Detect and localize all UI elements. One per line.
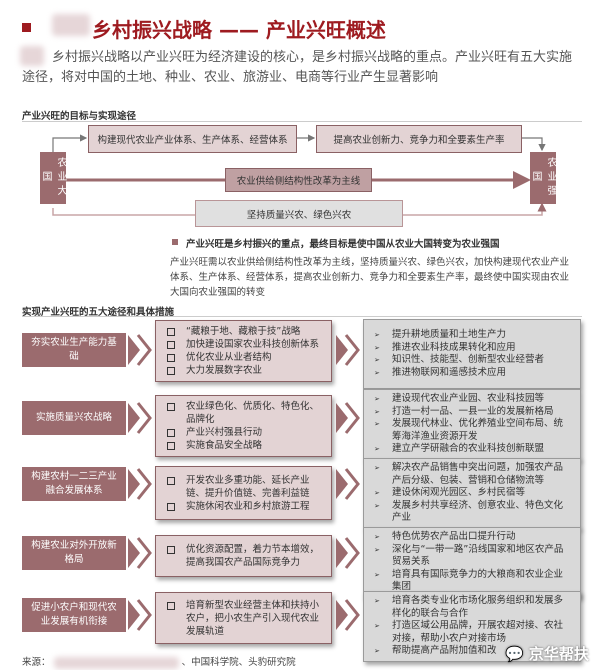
measure-item: 农业绿色化、优质化、特色化、品牌化: [164, 400, 323, 426]
bottom-line-box: 坚持质量兴农、绿色兴农: [195, 200, 403, 227]
path-label: 促进小农户和现代农业发展有机衔接: [22, 598, 126, 632]
intro-paragraph: 乡村振兴战略以产业兴旺为经济建设的核心，是乡村振兴战略的重点。产业兴旺有五大实施…: [22, 50, 573, 85]
blurred-logo: [52, 14, 90, 36]
chevron-right-icon: [336, 334, 360, 366]
measure-item: “藏粮于地、藏粮于技”战略: [164, 325, 319, 338]
action-item: 推进农业科技成果转化和应用: [372, 342, 544, 355]
path-label: 构建农村一二三产业融合发展体系: [22, 467, 126, 501]
chevron-right-icon: [128, 402, 152, 434]
action-item: 帮助提高产品附加值和改: [372, 645, 572, 658]
measure-item: 培育新型农业经营主体和扶持小农户，把小农生产引入现代农业发展轨道: [164, 599, 323, 638]
action-item: 打造一村一品、一县一业的发展新格局: [372, 406, 572, 419]
measure-item: 优化农业从业者结构: [164, 351, 319, 364]
actions-box: 提升耕地质量和土地生产力推进农业科技成果转化和应用知识性、技能型、创新型农业经营…: [363, 319, 581, 389]
actions-box: 解决农产品销售中突出问题，加强农产品产后分级、包装、营销和仓储物流等建设休闲观光…: [363, 458, 581, 529]
end-node: 农业强国: [530, 152, 556, 204]
chevron-right-icon: [336, 599, 360, 631]
chevron-right-icon: [128, 334, 152, 366]
action-item: 建立产学研融合的农业科技创新联盟: [372, 443, 572, 456]
measure-item: 加快建设国家农业科技创新体系: [164, 338, 319, 351]
diagram-paragraph: 产业兴旺需以农业供给侧结构性改革为主线，坚持质量兴农、绿色兴农，加快构建现代农业…: [170, 257, 570, 298]
measures-box: 培育新型农业经营主体和扶持小农户，把小农生产引入现代农业发展轨道: [155, 592, 332, 644]
source-label: 来源：: [22, 657, 51, 668]
divider: [22, 121, 582, 122]
chevron-right-icon: [128, 599, 152, 631]
path-label: 构建农业对外开放新格局: [22, 536, 126, 570]
page-title: 乡村振兴战略 —— 产业兴旺概述: [92, 18, 386, 42]
action-item: 知识性、技能型、创新型农业经营者: [372, 354, 544, 367]
action-item: 发展乡村共享经济、创意农业、特色文化产业: [372, 500, 572, 525]
path-label: 夯实农业生产能力基础: [22, 333, 126, 367]
section-title-paths: 实现产业兴旺的五大途径和具体措施: [22, 307, 175, 318]
chevron-right-icon: [128, 537, 152, 569]
chevron-right-icon: [336, 537, 360, 569]
measures-box: 优化资源配置，着力节本增效，提高我国农产品国际竞争力: [155, 535, 332, 577]
blurred-text: [20, 46, 44, 66]
bullet-square-icon: [172, 239, 178, 245]
action-item: 建设休闲观光园区、乡村民宿等: [372, 487, 572, 500]
actions-box: 建设现代农业产业园、农业科技园等打造一村一品、一县一业的发展新格局发展现代林业、…: [363, 389, 581, 460]
action-item: 培育具有国际竞争力的大粮商和农业企业集团: [372, 569, 572, 594]
chevron-right-icon: [336, 402, 360, 434]
action-item: 解决农产品销售中突出问题，加强农产品产后分级、包装、营销和仓储物流等: [372, 462, 572, 487]
measure-item: 实施食品安全战略: [164, 439, 323, 452]
path-label: 实施质量兴农战略: [22, 401, 126, 435]
actions-box: 特色优势农产品出口提升行动深化与“一带一路”沿线国家和地区农产品贸易关系培育具有…: [363, 527, 581, 598]
measure-item: 产业兴村强县行动: [164, 426, 323, 439]
action-item: 特色优势农产品出口提升行动: [372, 531, 572, 544]
main-line-box: 农业供给侧结构性改革为主线: [225, 168, 372, 192]
chevron-right-icon: [128, 468, 152, 500]
top-step-1: 构建现代农业产业体系、生产体系、经营体系: [88, 125, 297, 153]
blurred-source: [53, 656, 179, 669]
chevron-right-icon: [336, 468, 360, 500]
section-title-goals: 产业兴旺的目标与实现途径: [22, 111, 137, 122]
source-line: 来源： 、中国科学院、头豹研究院: [22, 654, 296, 669]
watermark-logo: 💬 京华帮扶: [505, 645, 589, 663]
measures-box: 开发农业多重功能、延长产业链、提升价值链、完善利益链实施休闲农业和乡村旅游工程: [155, 466, 332, 520]
measure-item: 大力发展数字农业: [164, 364, 319, 377]
action-item: 打造区域公用品牌，开展农超对接、农社对接，帮助小农户对接市场: [372, 620, 572, 645]
action-item: 提升耕地质量和土地生产力: [372, 329, 544, 342]
divider: [22, 316, 582, 317]
actions-box: 培育各类专业化市场化服务组织和发展多样化的联合与合作打造区域公用品牌，开展农超对…: [363, 591, 581, 662]
source-names: 、中国科学院、头豹研究院: [181, 657, 296, 668]
key-note: 产业兴旺是乡村振兴的重点，最终目标是使中国从农业大国转变为农业强国: [186, 239, 500, 250]
measure-item: 实施休闲农业和乡村旅游工程: [164, 500, 323, 513]
measures-box: “藏粮于地、藏粮于技”战略加快建设国家农业科技创新体系优化农业从业者结构大力发展…: [155, 320, 332, 382]
top-step-2: 提高农业创新力、竞争力和全要素生产率: [316, 125, 522, 153]
start-node: 农业大国: [40, 152, 66, 204]
action-item: 深化与“一带一路”沿线国家和地区农产品贸易关系: [372, 544, 572, 569]
watermark-text: 京华帮扶: [528, 645, 589, 663]
action-item: 培育各类专业化市场化服务组织和发展多样化的联合与合作: [372, 595, 572, 620]
action-item: 推进物联网和遥感技术应用: [372, 367, 544, 380]
measures-box: 农业绿色化、优质化、特色化、品牌化产业兴村强县行动实施食品安全战略: [155, 395, 332, 457]
action-item: 建设现代农业产业园、农业科技园等: [372, 393, 572, 406]
title-marker: [22, 23, 31, 32]
measure-item: 开发农业多重功能、延长产业链、提升价值链、完善利益链: [164, 474, 323, 500]
measure-item: 优化资源配置，着力节本增效，提高我国农产品国际竞争力: [164, 543, 323, 569]
action-item: 发展现代林业、优化养殖业空间布局、统筹海洋渔业资源开发: [372, 418, 572, 443]
